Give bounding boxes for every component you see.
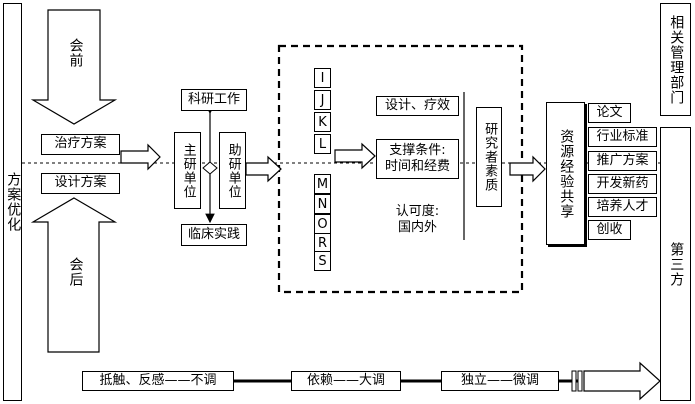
clinical-practice-box: 临床实践: [181, 224, 247, 246]
letter-box: S: [314, 251, 331, 271]
hollow-arrow-2: [245, 155, 282, 183]
support-conditions-box: 支撑条件: 时间和经费: [376, 139, 459, 179]
right-top-bar-management: 相关管理部门: [660, 3, 691, 116]
research-work-box: 科研工作: [181, 89, 247, 111]
timeline-end-bar-2: [577, 370, 583, 392]
letter-box: M: [314, 174, 331, 194]
design-plan-box: 设计方案: [41, 173, 120, 194]
right-top-bar-label: 相关管理部门: [668, 14, 685, 105]
clinical-practice-label: 临床实践: [187, 226, 240, 242]
timeline-stage-label: 抵触、反感——不调: [99, 372, 217, 388]
output-label: 创收: [596, 221, 623, 237]
design-plan-label: 设计方案: [54, 175, 107, 191]
pre-meeting-arrow: [30, 9, 118, 125]
letter-box: I: [314, 68, 331, 88]
output-label: 论文: [596, 104, 623, 120]
output-label: 培养人才: [596, 198, 649, 214]
output-label: 开发新药: [596, 175, 649, 191]
letter-box: J: [314, 90, 331, 110]
output-item: 行业标准: [588, 127, 657, 147]
output-item: 培养人才: [588, 197, 657, 217]
output-item: 创收: [588, 220, 631, 240]
recognition-label: 认可度: 国内外: [395, 203, 440, 235]
timeline-stage-label: 依赖——大调: [306, 372, 385, 388]
letter-box: K: [314, 112, 331, 132]
design-efficacy-label: 设计、疗效: [384, 97, 450, 113]
timeline-stage-2: 依赖——大调: [291, 371, 401, 391]
right-bottom-bar-label: 第三方: [668, 241, 685, 287]
researcher-quality-box: 研究者素质: [476, 107, 502, 207]
research-work-label: 科研工作: [187, 91, 240, 107]
timeline-end-bar-1: [571, 370, 577, 392]
researcher-quality-label: 研究者素质: [482, 122, 498, 192]
support-conditions-label: 支撑条件: 时间和经费: [384, 142, 450, 174]
left-bar-label: 方案优化: [5, 172, 22, 232]
left-bar-plan-optimization: 方案优化: [3, 3, 22, 401]
output-label: 行业标准: [596, 128, 649, 144]
pre-meeting-label: 会前: [67, 38, 84, 68]
right-bottom-bar-third-party: 第三方: [660, 127, 691, 401]
output-label: 推广方案: [596, 152, 649, 168]
hollow-arrow-1: [120, 143, 161, 171]
output-item: 论文: [588, 103, 631, 123]
assist-unit-label: 助研单位: [225, 142, 241, 199]
letter-box: O: [314, 214, 331, 234]
timeline-stage-3: 独立——微调: [441, 371, 559, 391]
main-unit-box: 主研单位: [174, 132, 201, 209]
post-meeting-arrow: [30, 197, 118, 353]
output-item: 开发新药: [588, 174, 657, 194]
resource-sharing-label: 资源经验共享: [558, 128, 575, 219]
main-unit-label: 主研单位: [180, 142, 196, 199]
recognition-box: 认可度: 国内外: [376, 200, 459, 240]
timeline-stage-label: 独立——微调: [460, 372, 539, 388]
link-diamond: [202, 161, 218, 175]
timeline-stage-1: 抵触、反感——不调: [82, 371, 234, 391]
resource-sharing-box: 资源经验共享: [546, 102, 585, 245]
treatment-plan-label: 治疗方案: [54, 136, 107, 152]
design-efficacy-box: 设计、疗效: [376, 96, 459, 116]
hollow-arrow-4: [509, 155, 546, 183]
letter-box: N: [314, 194, 331, 214]
hollow-arrow-3: [334, 142, 376, 170]
letter-box: R: [314, 233, 331, 253]
treatment-plan-box: 治疗方案: [41, 134, 120, 155]
letter-box: L: [314, 134, 331, 154]
output-item: 推广方案: [588, 151, 657, 171]
assist-unit-box: 助研单位: [219, 132, 246, 209]
post-meeting-label: 会后: [67, 257, 84, 287]
timeline-arrow-head: [583, 361, 661, 401]
